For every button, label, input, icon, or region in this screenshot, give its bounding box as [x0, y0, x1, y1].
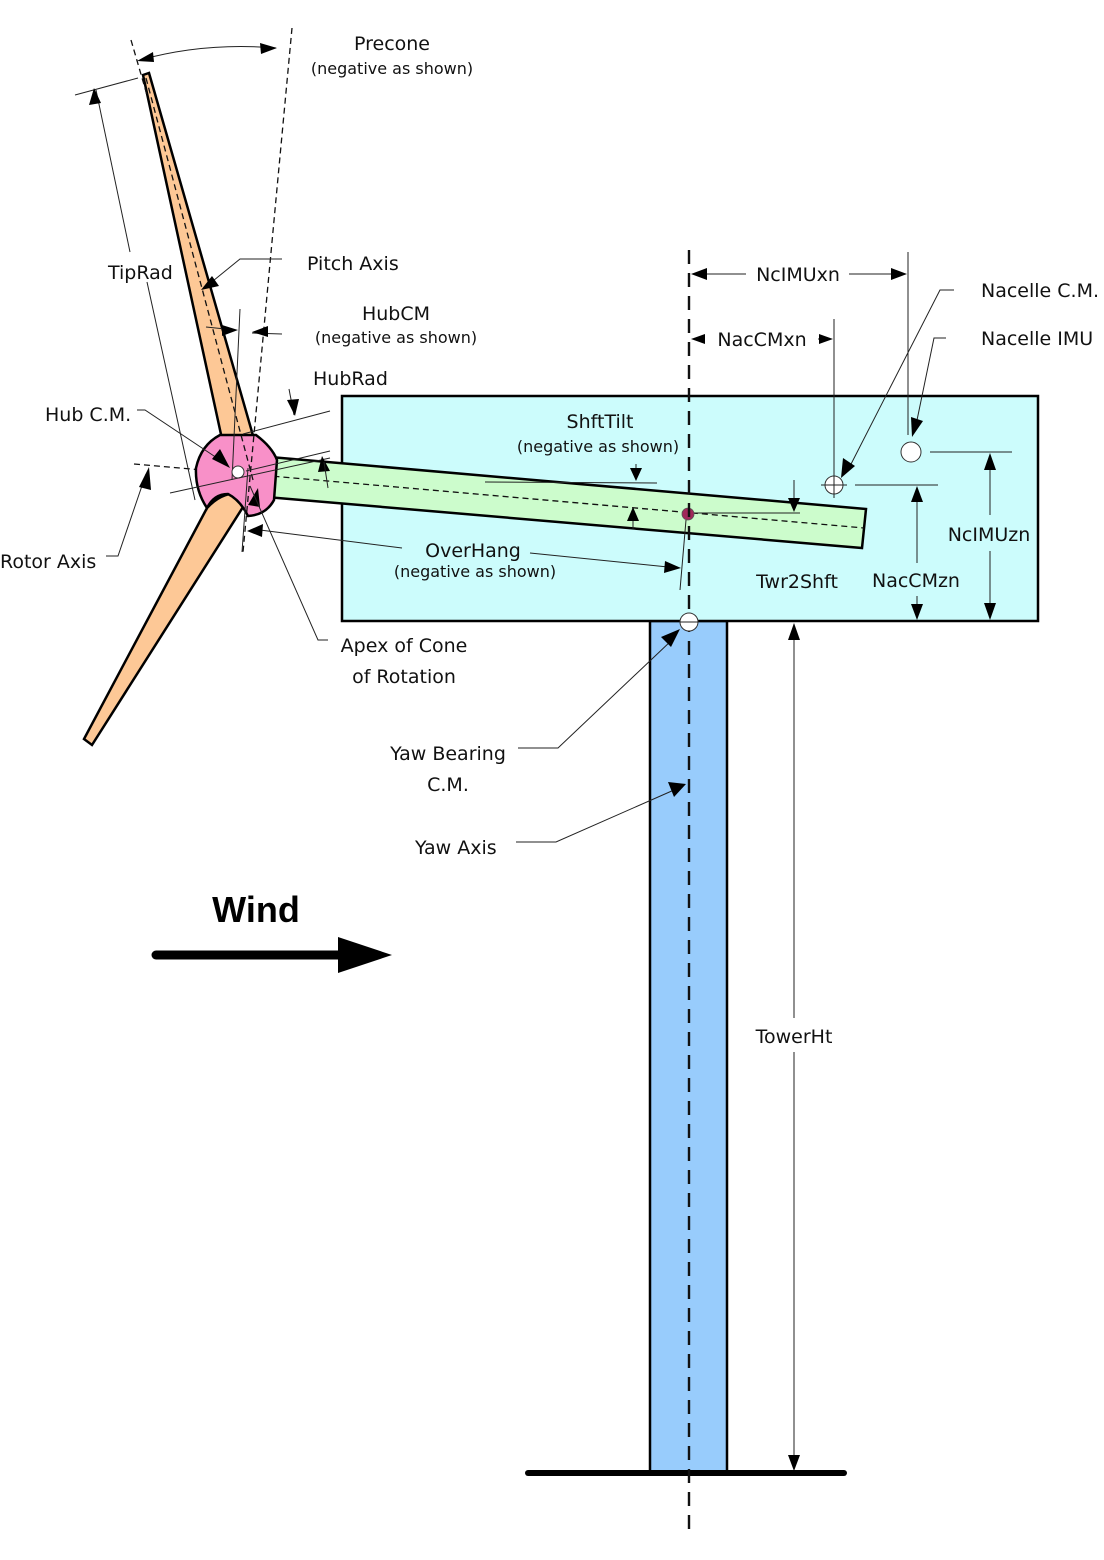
- naccmxn-arrow-right: [819, 334, 833, 344]
- shaft-tilt-arc-hub: [323, 461, 329, 489]
- hubrad-ext-line-2: [245, 450, 331, 472]
- tiprad-ext-line: [74, 77, 139, 96]
- precone-note: (negative as shown): [311, 59, 473, 78]
- yaw-bearing-arrow: [661, 629, 680, 647]
- naccmzn-arrow-top: [911, 486, 923, 502]
- nacelle-cm-label: Nacelle C.M.: [981, 280, 1099, 302]
- wind-arrow-head: [338, 937, 392, 973]
- nacelle-imu-arrow: [911, 417, 923, 437]
- hubcm-ref-line: [231, 308, 241, 481]
- nclmuxn-arrow-right: [891, 268, 907, 280]
- towerht-arrow-bottom: [788, 1455, 800, 1471]
- yaw-bearing-leader: [518, 639, 673, 749]
- pitch-axis-arrow: [201, 276, 219, 290]
- hubcm-arrow-right: [252, 326, 268, 337]
- twr2shft-arrow-top: [788, 498, 800, 512]
- nacelle-cm-leader: [847, 289, 954, 471]
- blade-lower: [82, 492, 252, 747]
- yaw-bearing-label-line2: C.M.: [427, 774, 469, 796]
- apex-label-line1: Apex of Cone: [341, 635, 468, 657]
- shfttilt-ref-line: [484, 481, 658, 484]
- shfttilt-arrow-bottom: [627, 507, 639, 521]
- naccmxn-arrow-left: [691, 334, 705, 344]
- nacelle-imu-label: Nacelle IMU: [981, 328, 1093, 350]
- towerht-label: TowerHt: [755, 1026, 833, 1048]
- overhang-ext-line: [241, 467, 249, 553]
- hubrad-label: HubRad: [313, 368, 388, 390]
- twr2shft-label: Twr2Shft: [755, 571, 838, 593]
- rotor-axis-leader: [106, 473, 147, 557]
- rotor-axis-arrow: [139, 467, 151, 490]
- tiprad-dim-line-bottom: [146, 281, 196, 501]
- tiprad-label: TipRad: [107, 262, 173, 284]
- overhang-dim-left: [259, 529, 403, 549]
- nacelle-cm-arrow: [841, 458, 855, 478]
- rotor-axis-label: Rotor Axis: [0, 551, 96, 573]
- nclmuzn-arrow-top: [984, 453, 996, 470]
- overhang-arrow-left: [247, 524, 263, 537]
- rotor-axis-dim-line: [169, 457, 331, 494]
- precone-arrow-right: [260, 43, 277, 54]
- nclmuzn-arrow-bottom: [984, 603, 996, 620]
- hubcm-label: HubCM: [362, 303, 430, 325]
- naccmxn-label: NacCMxn: [717, 329, 806, 351]
- shfttilt-label: ShftTilt: [567, 411, 634, 433]
- shfttilt-note: (negative as shown): [517, 437, 679, 456]
- yaw-axis-arrow: [668, 782, 686, 797]
- hub-cm-marker: [231, 465, 245, 479]
- hubrad-arrow: [287, 399, 299, 416]
- hub-cm-arrow: [212, 449, 230, 468]
- nacelle-imu-leader: [915, 337, 946, 426]
- overhang-dim-right: [529, 552, 669, 568]
- naccmzn-label: NacCMzn: [872, 570, 960, 592]
- overhang-label: OverHang: [425, 540, 521, 562]
- precone-ref-line-2: [242, 27, 293, 553]
- overhang-ext-line-2: [679, 519, 687, 591]
- shfttilt-arrow-top: [630, 468, 642, 481]
- nclmuxn-label: NcIMUxn: [756, 264, 840, 286]
- apex-leader: [249, 485, 328, 641]
- pitch-axis-label: Pitch Axis: [307, 253, 399, 275]
- precone-label: Precone: [354, 33, 430, 55]
- towerht-arrow-top: [788, 623, 800, 640]
- overhang-arrow-right: [664, 561, 681, 573]
- wind-label: Wind: [212, 889, 300, 930]
- yaw-axis-label: Yaw Axis: [414, 837, 497, 859]
- hubcm-arrow-left: [222, 325, 238, 336]
- hub-cm-leader: [137, 409, 227, 465]
- tiprad-dim-line-top: [95, 89, 131, 253]
- yaw-axis-leader: [516, 789, 675, 843]
- pitch-axis-leader: [207, 258, 282, 286]
- nclmuzn-label: NcIMUzn: [948, 524, 1031, 546]
- nacelle-imu-marker: [900, 441, 922, 463]
- apex-label-line2: of Rotation: [352, 666, 456, 688]
- hubrad-ext-line: [242, 410, 331, 435]
- overhang-note: (negative as shown): [394, 562, 556, 581]
- precone-arc: [139, 46, 277, 61]
- hubcm-note: (negative as shown): [315, 328, 477, 347]
- precone-arrow-left: [137, 52, 154, 62]
- hub-cm-label: Hub C.M.: [45, 404, 131, 426]
- tiprad-arrow: [89, 88, 101, 105]
- nclmuxn-arrow-left: [691, 268, 707, 280]
- yaw-bearing-label-line1: Yaw Bearing: [389, 743, 506, 765]
- naccmzn-arrow-bottom: [911, 604, 923, 620]
